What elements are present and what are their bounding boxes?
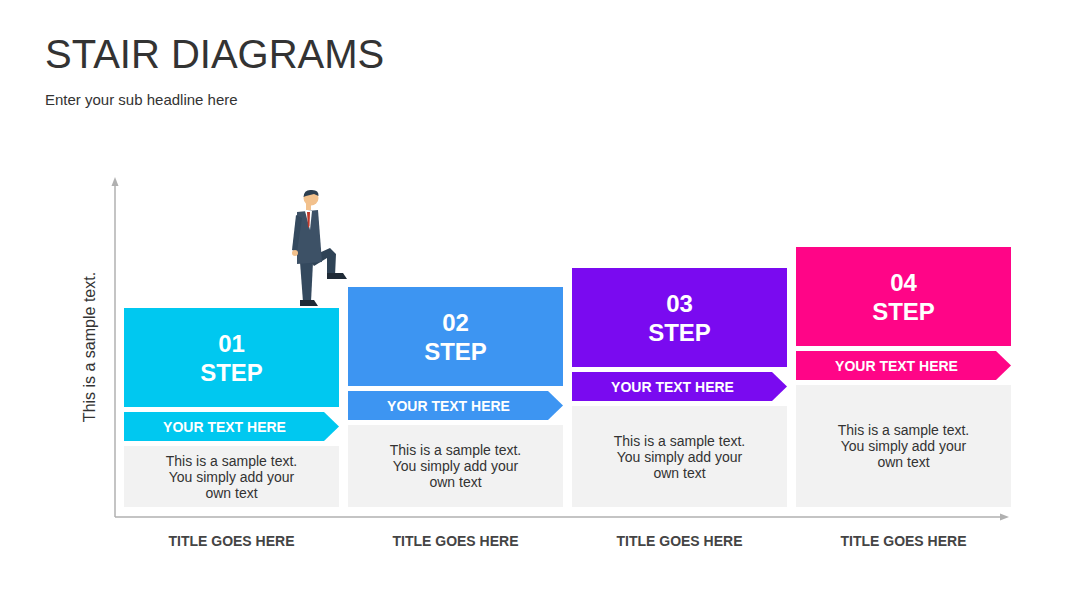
band-text: YOUR TEXT HERE [163,419,300,435]
band-text: YOUR TEXT HERE [835,358,972,374]
arrow-band-fill [796,351,1011,380]
y-axis-arrowhead [112,177,119,186]
person-leg [300,262,313,302]
x-axis-arrowhead [1000,514,1009,521]
band-text: YOUR TEXT HERE [387,398,524,414]
x-axis [115,516,1002,518]
person-arm [292,215,302,252]
arrow-band-fill [572,372,787,401]
y-axis [114,184,116,517]
arrow-band: YOUR TEXT HERE [124,412,339,441]
step-box: 03 STEP [572,268,787,367]
step-box: 01 STEP [124,308,339,407]
body-text: This is a sample text. You simply add yo… [834,422,974,470]
page-title: STAIR DIAGRAMS [45,31,384,77]
person-shoe [327,273,347,279]
text-box: This is a sample text. You simply add yo… [348,425,563,507]
arrow-band: YOUR TEXT HERE [348,391,563,420]
step-number: 03 STEP [640,289,720,347]
person-shoe [300,300,318,306]
step-box: 02 STEP [348,287,563,386]
column-title: TITLE GOES HERE [562,532,797,550]
person-tie [307,212,310,228]
body-text: This is a sample text. You simply add yo… [610,433,750,481]
text-box: This is a sample text. You simply add yo… [124,446,339,507]
arrow-band-fill [124,412,339,441]
text-box: This is a sample text. You simply add yo… [572,406,787,507]
person-shirt [305,211,312,230]
person-hair [304,190,319,197]
column-title: TITLE GOES HERE [786,532,1021,550]
arrow-band-fill [348,391,563,420]
axis-label: This is a sample text. [80,197,100,497]
column-title: TITLE GOES HERE [114,532,349,550]
column-title: TITLE GOES HERE [338,532,573,550]
arrow-band: YOUR TEXT HERE [572,372,787,401]
body-text: This is a sample text. You simply add yo… [162,453,302,501]
step-box: 04 STEP [796,247,1011,346]
sub-headline: Enter your sub headline here [45,90,445,109]
step-number: 02 STEP [416,308,496,366]
band-text: YOUR TEXT HERE [611,379,748,395]
step-number: 04 STEP [864,268,944,326]
arrow-band: YOUR TEXT HERE [796,351,1011,380]
body-text: This is a sample text. You simply add yo… [386,442,526,490]
person-hand [292,250,298,256]
step-number: 01 STEP [192,329,272,387]
person-illustration [292,190,347,306]
person-head [304,191,319,206]
text-box: This is a sample text. You simply add yo… [796,385,1011,507]
